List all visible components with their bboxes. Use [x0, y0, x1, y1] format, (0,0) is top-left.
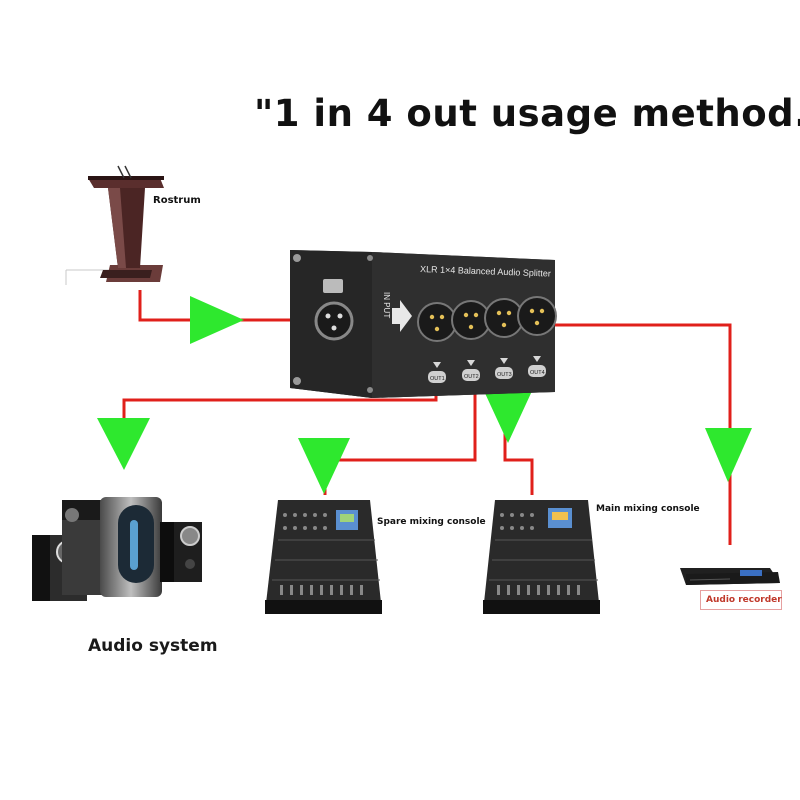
- audio-system-label: Audio system: [88, 636, 218, 656]
- spare-console-illustration: [265, 500, 382, 614]
- audio-system-illustration: [32, 497, 202, 601]
- output-label-3: OUT3: [497, 372, 512, 378]
- input-arrow-icon: [392, 300, 412, 332]
- arrow-right-icon: [190, 296, 244, 344]
- output-label-4: OUT4: [530, 370, 545, 376]
- audio-recorder-label: Audio recorder: [706, 595, 782, 605]
- arrow-down-icon: [298, 438, 350, 494]
- device-input-label: IN PUT: [382, 292, 391, 318]
- flow-arrows: [97, 296, 752, 494]
- arrow-down-icon: [705, 428, 752, 482]
- arrow-down-icon: [97, 418, 150, 470]
- xlr-output-jacks: [417, 296, 557, 342]
- xlr-input-jack: [314, 301, 354, 341]
- page-title: "1 in 4 out usage method.: [254, 92, 800, 135]
- rostrum-label: Rostrum: [153, 195, 201, 206]
- rostrum-illustration: [65, 165, 164, 285]
- device-name: XLR 1×4 Balanced Audio Splitter: [420, 264, 551, 279]
- recorder-label-box: [700, 590, 782, 610]
- output-label-2: OUT2: [464, 374, 479, 380]
- audio-recorder-illustration: [680, 568, 780, 585]
- arrow-down-icon: [484, 391, 532, 443]
- splitter-device: [290, 250, 557, 398]
- output-label-1: OUT1: [430, 376, 445, 382]
- spare-console-label: Spare mixing console: [377, 517, 486, 527]
- main-console-label: Main mixing console: [596, 504, 700, 514]
- wire-rostrum-to-input: [138, 290, 325, 322]
- main-console-illustration: [483, 500, 600, 614]
